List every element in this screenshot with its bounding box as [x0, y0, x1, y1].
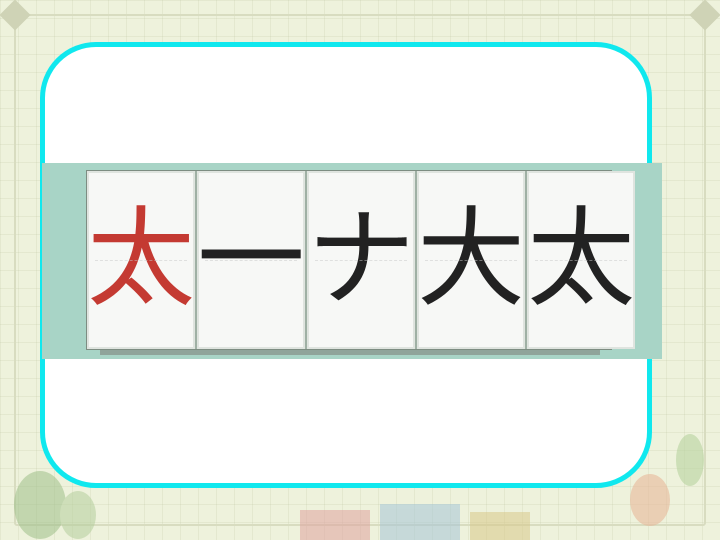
- cactus-left-illustration: [14, 471, 96, 539]
- stroke-cell-step-4: 太: [527, 171, 636, 349]
- books-illustration: [300, 504, 530, 540]
- stroke-cell-character: 太: [87, 171, 196, 349]
- bottom-decoration: [14, 434, 704, 540]
- cactus-right-illustration: [630, 434, 704, 526]
- stroke-cell-step-1: 一: [197, 171, 306, 349]
- stroke-cell-step-2: ナ: [307, 171, 416, 349]
- stroke-cell-step-3: 大: [417, 171, 526, 349]
- strip-shadow: [100, 349, 600, 355]
- stroke-order-grid: 太 一 ナ 大 太: [86, 170, 636, 350]
